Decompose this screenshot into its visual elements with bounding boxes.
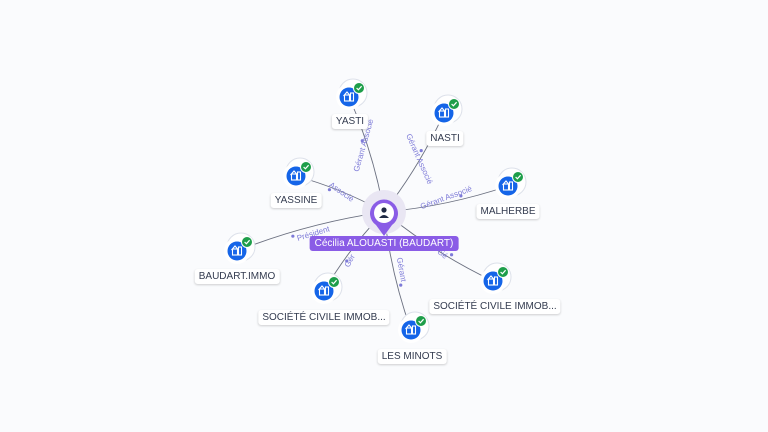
edge-arrow bbox=[345, 259, 349, 263]
company-label[interactable]: YASSINE bbox=[270, 193, 322, 208]
company-label[interactable]: SOCIÉTÉ CIVILE IMMOB... bbox=[429, 299, 561, 314]
person-pin-inner bbox=[374, 203, 394, 223]
check-badge-icon bbox=[300, 161, 312, 173]
edge-arrow bbox=[360, 139, 364, 143]
company-node[interactable] bbox=[336, 78, 368, 110]
company-label[interactable]: BAUDART.IMMO bbox=[194, 269, 280, 284]
check-badge-icon bbox=[415, 315, 427, 327]
building-icon bbox=[405, 324, 417, 335]
edge-relation-label: Gérant Associé bbox=[419, 184, 474, 211]
check-badge-icon bbox=[448, 98, 460, 110]
check-badge-icon bbox=[497, 266, 509, 278]
edge-relation-label: Associé bbox=[327, 180, 356, 204]
person-name[interactable]: Cécilia ALOUASTI (BAUDART) bbox=[309, 236, 459, 251]
person-node[interactable] bbox=[362, 190, 406, 236]
building-icon bbox=[438, 107, 450, 118]
edge-arrow bbox=[449, 253, 454, 257]
company-node[interactable] bbox=[431, 94, 463, 126]
building-icon bbox=[343, 91, 355, 102]
company-node[interactable] bbox=[311, 272, 343, 304]
building-icon bbox=[290, 170, 302, 181]
edge-arrow bbox=[327, 188, 332, 192]
check-badge-icon bbox=[328, 276, 340, 288]
company-node[interactable] bbox=[224, 232, 256, 264]
building-icon bbox=[318, 285, 330, 296]
edge-arrow bbox=[291, 234, 295, 238]
check-badge-icon bbox=[353, 82, 365, 94]
person-icon bbox=[379, 207, 389, 218]
edge-arrow bbox=[419, 149, 423, 153]
edge-relation-label: Gérant bbox=[395, 257, 408, 283]
check-badge-icon bbox=[241, 236, 253, 248]
company-node[interactable] bbox=[283, 157, 315, 189]
company-label[interactable]: LES MINOTS bbox=[377, 349, 447, 364]
edge-arrow bbox=[459, 194, 463, 198]
edge-arrow bbox=[399, 283, 403, 287]
building-icon bbox=[502, 180, 514, 191]
company-label[interactable]: MALHERBE bbox=[476, 204, 540, 219]
nodes-layer bbox=[224, 78, 527, 343]
company-node[interactable] bbox=[495, 167, 527, 199]
company-label[interactable]: SOCIÉTÉ CIVILE IMMOB... bbox=[258, 310, 390, 325]
company-node[interactable] bbox=[480, 262, 512, 294]
building-icon bbox=[487, 275, 499, 286]
building-icon bbox=[231, 245, 243, 256]
edge-relation-label: Gér bbox=[343, 253, 357, 269]
company-node[interactable] bbox=[398, 311, 430, 343]
check-badge-icon bbox=[512, 171, 524, 183]
company-label[interactable]: NASTI bbox=[426, 131, 464, 146]
company-label[interactable]: YASTI bbox=[331, 114, 369, 129]
